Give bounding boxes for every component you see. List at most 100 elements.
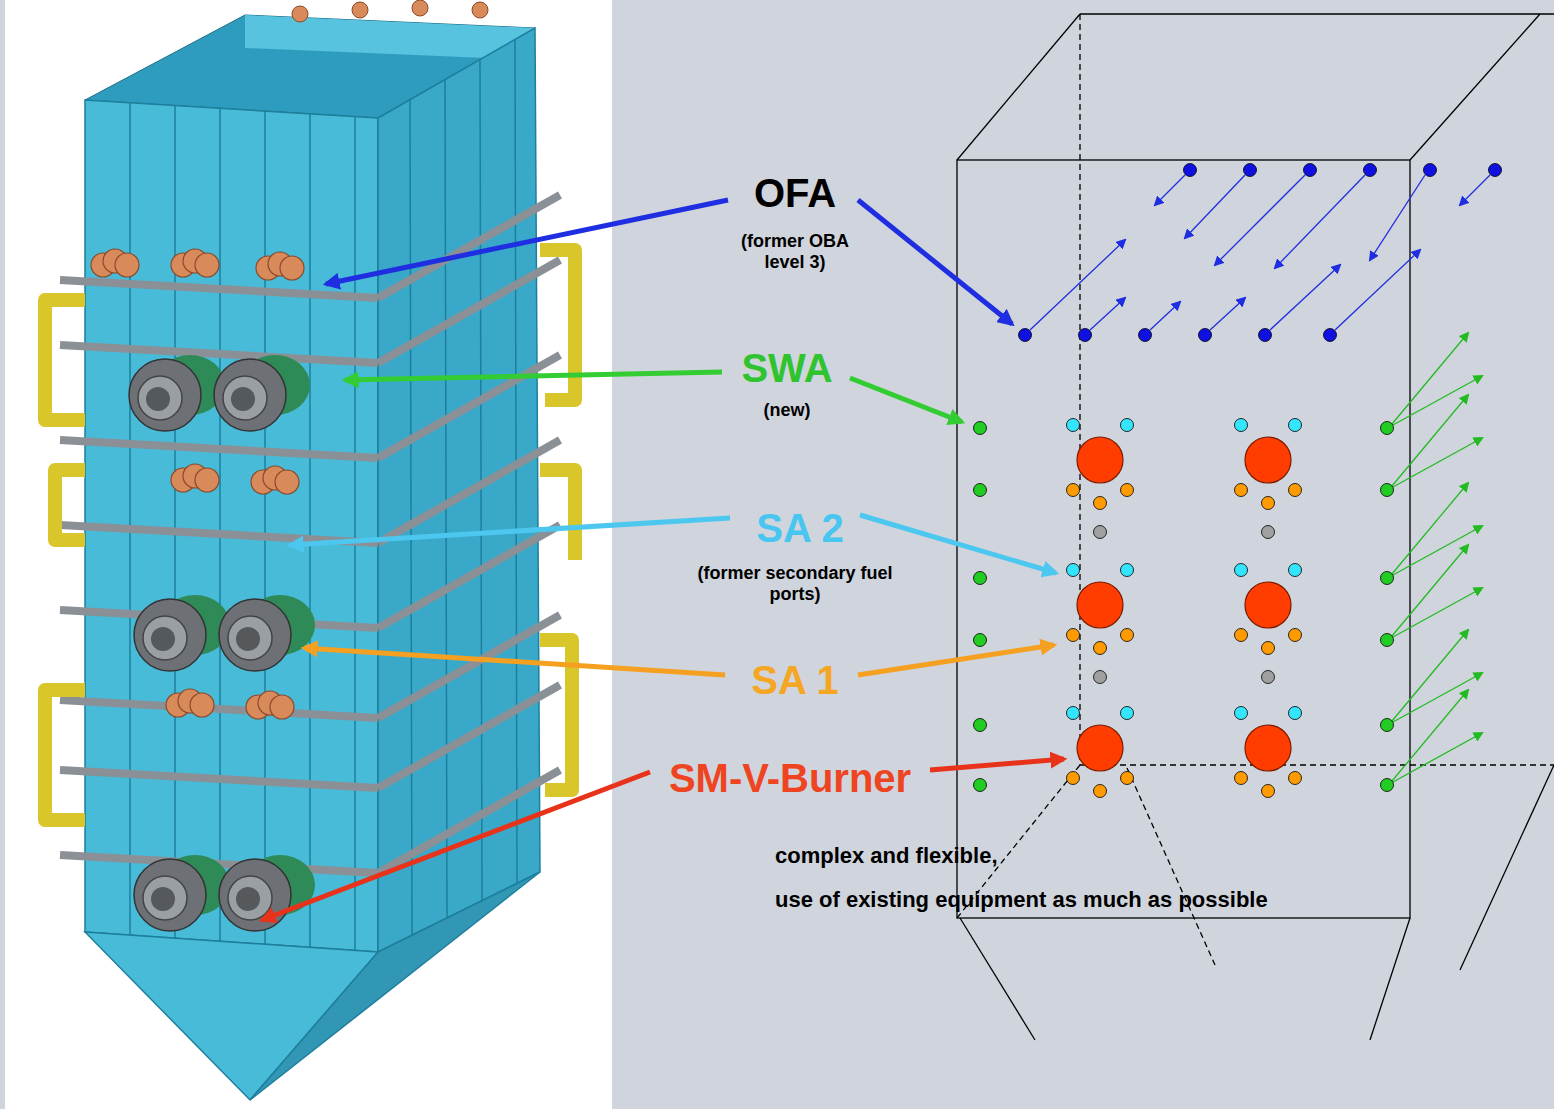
jet-arrow bbox=[1392, 545, 1468, 636]
port-dot bbox=[1289, 772, 1302, 785]
burner-housing bbox=[219, 859, 291, 931]
nozzle bbox=[280, 256, 304, 280]
beam bbox=[378, 260, 560, 363]
port-dot bbox=[1235, 564, 1248, 577]
jet-arrow bbox=[1392, 690, 1468, 781]
summary-note: complex and flexible, bbox=[775, 843, 998, 868]
nozzle bbox=[195, 468, 219, 492]
port-dot bbox=[1324, 329, 1337, 342]
jet-arrow bbox=[1150, 302, 1180, 330]
jet-arrow bbox=[1090, 298, 1125, 330]
ofa-ports bbox=[1019, 164, 1502, 342]
duct bbox=[540, 470, 575, 560]
jet-arrow bbox=[1270, 265, 1340, 330]
port-dot bbox=[1067, 484, 1080, 497]
grey-ports bbox=[1094, 526, 1275, 684]
pointer-arrow bbox=[930, 759, 1064, 770]
beam bbox=[60, 440, 378, 458]
port-dot bbox=[1184, 164, 1197, 177]
panel-line bbox=[264, 111, 266, 944]
port-dot bbox=[1067, 772, 1080, 785]
jet-arrow bbox=[1155, 175, 1185, 205]
summary-note: use of existing equipment as much as pos… bbox=[775, 887, 1268, 912]
beam bbox=[378, 355, 560, 458]
port-dot bbox=[1381, 422, 1394, 435]
jet-arrow bbox=[1393, 588, 1482, 637]
port-dot bbox=[1094, 526, 1107, 539]
port-dot bbox=[1235, 629, 1248, 642]
panel-line bbox=[174, 106, 176, 938]
port-dot bbox=[1067, 629, 1080, 642]
sa2-ports bbox=[1067, 419, 1302, 720]
hopper-edge bbox=[1460, 765, 1554, 970]
duct bbox=[55, 470, 85, 540]
burner-housing bbox=[219, 599, 291, 671]
burner-throat bbox=[151, 627, 175, 651]
port-dot bbox=[1262, 785, 1275, 798]
callout-note: (former OBA level 3) bbox=[720, 231, 870, 272]
jet-arrow bbox=[1393, 438, 1482, 487]
pointer-arrow bbox=[858, 200, 1012, 324]
panel-line bbox=[410, 100, 412, 936]
burner-housing bbox=[129, 359, 201, 431]
port-dot bbox=[1019, 329, 1032, 342]
port-dot bbox=[1121, 484, 1134, 497]
port-dot bbox=[1364, 164, 1377, 177]
beam bbox=[60, 700, 378, 718]
burner-ring bbox=[228, 876, 272, 920]
sa1-ports bbox=[1067, 484, 1302, 798]
port-dot bbox=[1489, 164, 1502, 177]
jet-arrow bbox=[1030, 240, 1125, 330]
burner-throat bbox=[231, 387, 255, 411]
port-dot bbox=[1262, 671, 1275, 684]
jet-arrow bbox=[1185, 175, 1245, 238]
pointer-arrows bbox=[262, 200, 1064, 920]
nozzle bbox=[472, 2, 488, 18]
port-dot bbox=[1289, 629, 1302, 642]
port-dot bbox=[1121, 564, 1134, 577]
beam bbox=[378, 525, 560, 628]
nozzle bbox=[270, 695, 294, 719]
beam bbox=[378, 195, 560, 298]
panel-line bbox=[309, 114, 311, 947]
port-dot bbox=[1235, 772, 1248, 785]
jet-arrow bbox=[1393, 673, 1482, 722]
port-dot bbox=[1067, 419, 1080, 432]
duct bbox=[45, 690, 85, 820]
panel-line bbox=[354, 116, 356, 950]
burner-ring bbox=[138, 376, 182, 420]
pointer-arrow bbox=[290, 518, 730, 545]
pointer-arrow bbox=[326, 200, 728, 284]
jet-arrow bbox=[1210, 298, 1245, 330]
hopper-edge bbox=[1370, 918, 1410, 1040]
burner-throats bbox=[146, 387, 260, 911]
port-dot bbox=[974, 779, 987, 792]
port-dot bbox=[1067, 707, 1080, 720]
burner-ring bbox=[223, 376, 267, 420]
burner-housing bbox=[134, 859, 206, 931]
burner-ring bbox=[228, 616, 272, 660]
port-dot bbox=[1199, 329, 1212, 342]
pointer-arrow bbox=[304, 648, 725, 675]
port-dot bbox=[1235, 419, 1248, 432]
burner-dot bbox=[1077, 582, 1123, 628]
port-dot bbox=[974, 484, 987, 497]
burner-dot bbox=[1077, 437, 1123, 483]
burner-dot bbox=[1245, 582, 1291, 628]
port-dot bbox=[1079, 329, 1092, 342]
port-dot bbox=[974, 634, 987, 647]
port-dot bbox=[1121, 707, 1134, 720]
top-nozzles bbox=[292, 0, 488, 22]
port-dot bbox=[1094, 785, 1107, 798]
burner-throat bbox=[151, 887, 175, 911]
port-dot bbox=[1094, 497, 1107, 510]
jet-arrow bbox=[1392, 395, 1468, 486]
port-dot bbox=[1289, 707, 1302, 720]
beam bbox=[60, 770, 378, 788]
port-dot bbox=[1067, 564, 1080, 577]
burner-ring bbox=[143, 876, 187, 920]
jet-arrow bbox=[1392, 333, 1468, 424]
burner-housing bbox=[134, 599, 206, 671]
port-dot bbox=[974, 422, 987, 435]
